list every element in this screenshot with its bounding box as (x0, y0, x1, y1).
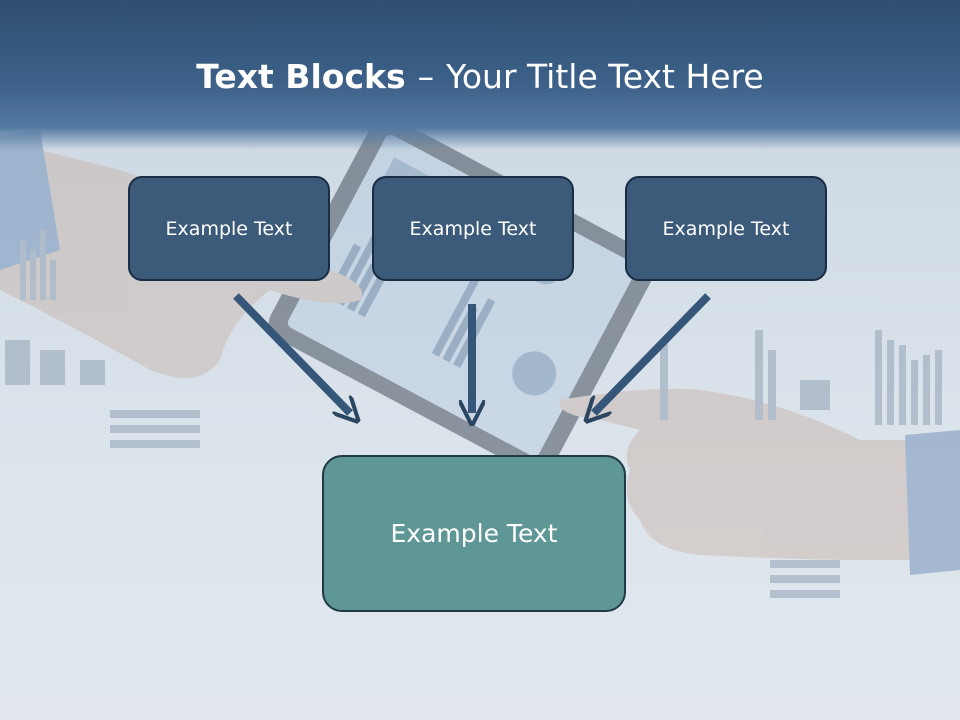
result-block: Example Text (322, 455, 626, 612)
slide-title: Text Blocks – Your Title Text Here (0, 52, 960, 100)
arrow-left (233, 293, 350, 413)
right-hand-illustration (559, 388, 960, 575)
text-block-2-label: Example Text (409, 217, 537, 240)
text-block-3: Example Text (625, 176, 827, 281)
arrow-right (594, 293, 711, 413)
header-band (0, 0, 960, 150)
text-block-3-label: Example Text (662, 217, 790, 240)
text-block-2: Example Text (372, 176, 574, 281)
text-block-1: Example Text (128, 176, 330, 281)
title-dash: – (417, 56, 435, 96)
title-rest: Your Title Text Here (446, 56, 764, 96)
result-block-label: Example Text (390, 519, 558, 548)
text-block-1-label: Example Text (165, 217, 293, 240)
background-charts (5, 230, 942, 598)
title-bold: Text Blocks (196, 56, 406, 96)
